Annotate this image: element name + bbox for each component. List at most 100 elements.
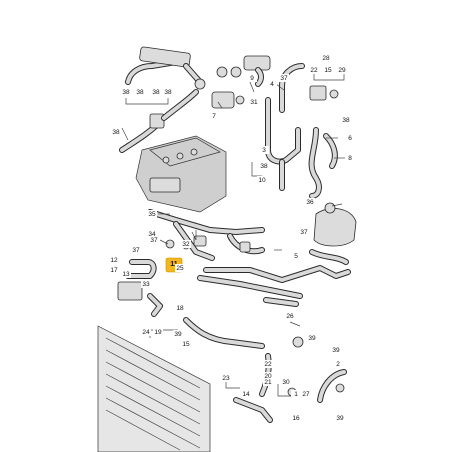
callout-34[interactable]: 34 (148, 231, 156, 238)
callout-1[interactable]: 1 (294, 391, 298, 398)
clamp-group-top (216, 55, 271, 87)
callout-38g[interactable]: 38 (342, 117, 350, 124)
callout-bg (279, 74, 289, 82)
callout-37b[interactable]: 37 (150, 237, 158, 244)
callout-bg (173, 330, 183, 338)
callout-bg (335, 414, 345, 422)
callout-bg (131, 246, 141, 254)
callout-37c[interactable]: 37 (132, 247, 140, 254)
callout-bg (135, 88, 145, 96)
callout-38d[interactable]: 38 (164, 89, 172, 96)
callout-bg (291, 414, 301, 422)
callout-36[interactable]: 36 (306, 199, 314, 206)
callout-35[interactable]: 35 (148, 211, 156, 218)
callout-13[interactable]: 13 (122, 271, 130, 278)
callout-bg (341, 116, 351, 124)
long-lower-pipe (197, 249, 351, 307)
callout-9[interactable]: 9 (250, 75, 254, 82)
callout-5[interactable]: 5 (294, 253, 298, 260)
callout-21[interactable]: 21 (264, 379, 272, 386)
callout-33[interactable]: 33 (142, 281, 150, 288)
center-tall-pipe (265, 97, 301, 191)
callout-22[interactable]: 22 (310, 67, 318, 74)
upper-pipe-assembly (125, 46, 206, 90)
callout-39c[interactable]: 39 (332, 347, 340, 354)
callout-19[interactable]: 19 (154, 329, 162, 336)
callout-18[interactable]: 18 (176, 305, 184, 312)
callout-bg (121, 270, 131, 278)
callout-16[interactable]: 16 (292, 415, 300, 422)
callout-bg (163, 88, 173, 96)
callout-bg (209, 112, 219, 120)
callout-25[interactable]: 25 (176, 265, 184, 272)
callout-14[interactable]: 14 (242, 391, 250, 398)
callout-7[interactable]: 7 (212, 113, 216, 120)
callout-bg (147, 210, 157, 218)
callout-24[interactable]: 24 (142, 329, 150, 336)
callout-37a[interactable]: 37 (280, 75, 288, 82)
callout-2[interactable]: 2 (336, 361, 340, 368)
callout-28[interactable]: 28 (322, 55, 330, 62)
radiator (97, 325, 211, 452)
callout-32[interactable]: 32 (182, 241, 190, 248)
callout-bg (147, 230, 157, 238)
callout-37d[interactable]: 37 (300, 229, 308, 236)
callout-30[interactable]: 30 (282, 379, 290, 386)
callout-31[interactable]: 31 (250, 99, 258, 106)
callout-bg (249, 98, 259, 106)
right-hose-group (308, 127, 338, 199)
callout-12[interactable]: 12 (110, 257, 118, 264)
callout-10[interactable]: 10 (258, 177, 266, 184)
callout-bg (291, 390, 301, 398)
callout-8[interactable]: 8 (348, 155, 352, 162)
callout-6[interactable]: 6 (348, 135, 352, 142)
callout-38f[interactable]: 38 (260, 163, 268, 170)
callout-38c[interactable]: 38 (152, 89, 160, 96)
callout-23[interactable]: 23 (222, 375, 230, 382)
callout-bg (337, 66, 347, 74)
callout-27[interactable]: 27 (302, 391, 310, 398)
callout-15a[interactable]: 15 (324, 67, 332, 74)
callout-bg (151, 88, 161, 96)
callout-bg (305, 198, 315, 206)
expansion-tank (313, 202, 357, 247)
callout-bg (323, 66, 333, 74)
callout-bg (175, 304, 185, 312)
callout-bg (181, 240, 191, 248)
callout-bg (141, 328, 151, 336)
callout-17[interactable]: 17 (110, 267, 118, 274)
left-small-hoses (117, 239, 190, 317)
callout-bg (309, 66, 319, 74)
upper-right-hose (279, 63, 339, 113)
callout-39d[interactable]: 39 (336, 415, 344, 422)
callout-bg (267, 80, 277, 88)
callout-4[interactable]: 4 (270, 81, 274, 88)
callout-29[interactable]: 29 (338, 67, 346, 74)
callout-bg (111, 128, 121, 136)
callout-bg (345, 154, 355, 162)
callout-bg (241, 390, 251, 398)
callout-26[interactable]: 26 (286, 313, 294, 320)
callout-39b[interactable]: 39 (308, 335, 316, 342)
callout-39a[interactable]: 39 (174, 331, 182, 338)
callout-bg (259, 162, 269, 170)
callout-15b[interactable]: 15 (182, 341, 190, 348)
callout-bg (333, 360, 343, 368)
center-manifold (147, 209, 265, 261)
callout-38a[interactable]: 38 (122, 89, 130, 96)
callout-bg (291, 252, 301, 260)
callout-bg (247, 74, 257, 82)
callout-bg (321, 54, 331, 62)
callout-22b[interactable]: 22 (264, 361, 272, 368)
callout-3[interactable]: 3 (262, 147, 266, 154)
callout-38e[interactable]: 38 (112, 129, 120, 136)
callout-bg (181, 340, 191, 348)
callout-bg (307, 334, 317, 342)
callout-bg (281, 378, 291, 386)
callout-bg (221, 374, 231, 382)
callout-11[interactable]: 11 (170, 261, 178, 268)
callout-38b[interactable]: 38 (136, 89, 144, 96)
callout-20[interactable]: 20 (264, 373, 272, 380)
callout-bg (257, 176, 267, 184)
